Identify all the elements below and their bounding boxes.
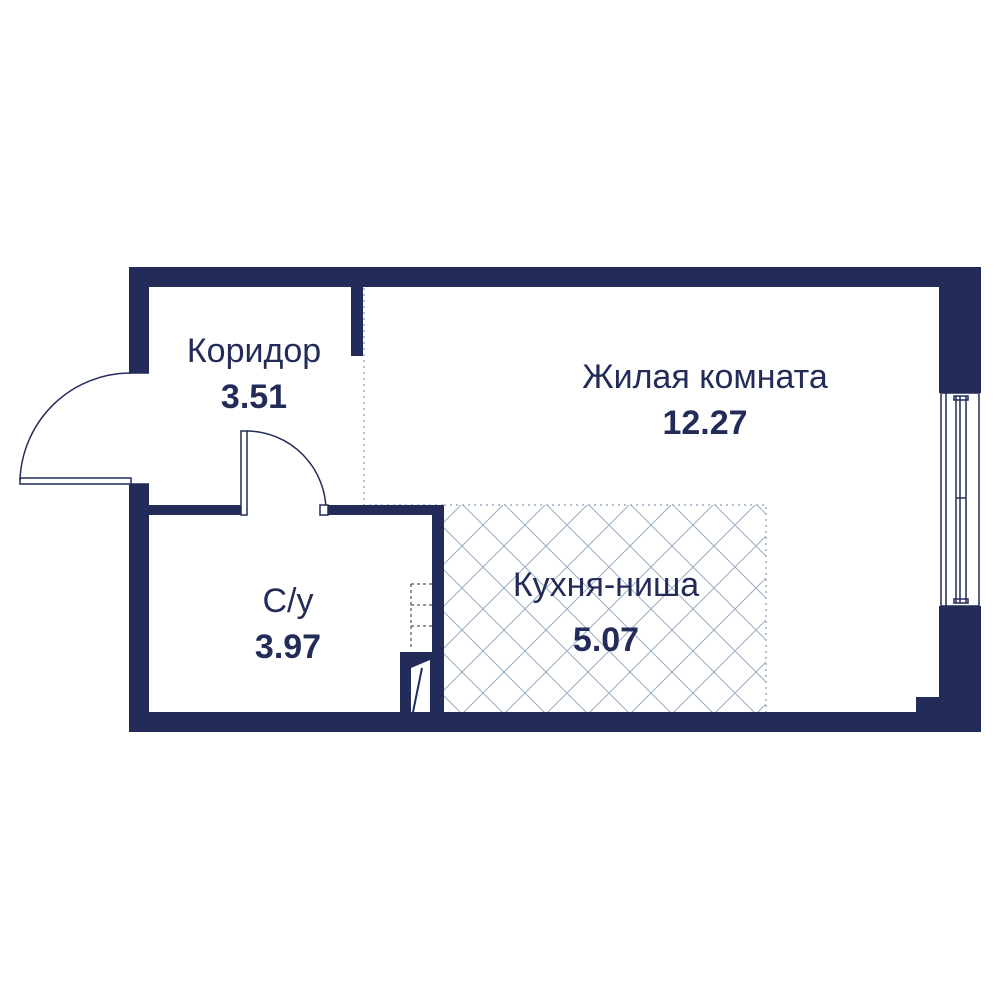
room-area: 5.07 <box>573 621 639 659</box>
room-label-living: Жилая комната 12.27 <box>582 358 828 442</box>
walls <box>129 267 981 732</box>
room-area: 3.97 <box>255 628 321 666</box>
room-label-corridor: Коридор 3.51 <box>187 332 321 416</box>
entrance-door <box>19 372 149 485</box>
room-name: Кухня-ниша <box>513 566 699 604</box>
room-name: С/у <box>263 582 314 620</box>
zone-divider <box>363 288 444 506</box>
bathroom-fixture <box>410 583 432 650</box>
bathroom-door <box>240 430 329 516</box>
ventilation-shaft <box>411 660 430 713</box>
room-name: Жилая комната <box>582 358 828 396</box>
room-label-kitchen: Кухня-ниша 5.07 <box>513 566 699 659</box>
room-area: 12.27 <box>662 404 747 442</box>
window <box>940 392 980 607</box>
room-area: 3.51 <box>221 378 287 416</box>
kitchen-zone <box>444 504 767 712</box>
room-name: Коридор <box>187 332 321 370</box>
room-label-bathroom: С/у 3.97 <box>255 582 321 666</box>
